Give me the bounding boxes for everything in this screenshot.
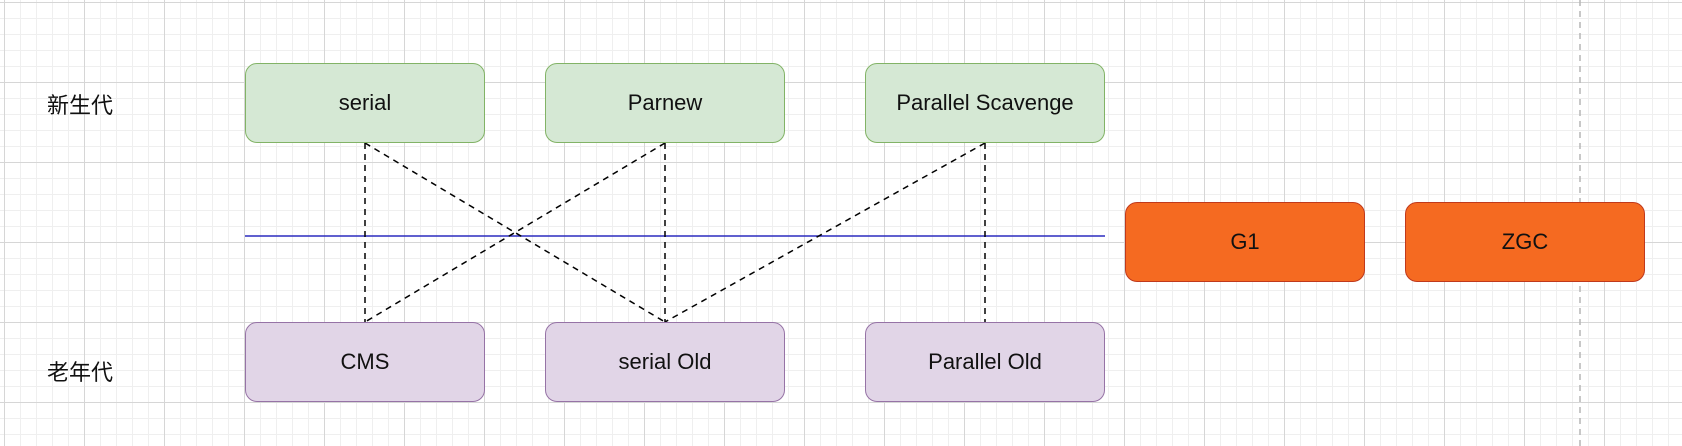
collector-serial[interactable]: serial	[245, 63, 485, 143]
collector-serial-old[interactable]: serial Old	[545, 322, 785, 402]
connector-parnew-cms	[364, 142, 666, 323]
collector-g1[interactable]: G1	[1125, 202, 1365, 282]
connector-serial-serial-old	[364, 142, 666, 323]
connectors	[364, 142, 986, 323]
collector-parallel-old[interactable]: Parallel Old	[865, 322, 1105, 402]
collector-cms[interactable]: CMS	[245, 322, 485, 402]
old-generation-label: 老年代	[47, 361, 114, 386]
collector-zgc[interactable]: ZGC	[1405, 202, 1645, 282]
young-generation-label: 新生代	[47, 94, 114, 119]
collector-parnew[interactable]: Parnew	[545, 63, 785, 143]
collector-parallel-scavenge[interactable]: Parallel Scavenge	[865, 63, 1105, 143]
connector-parallel-scavenge-serial-old	[664, 142, 986, 323]
